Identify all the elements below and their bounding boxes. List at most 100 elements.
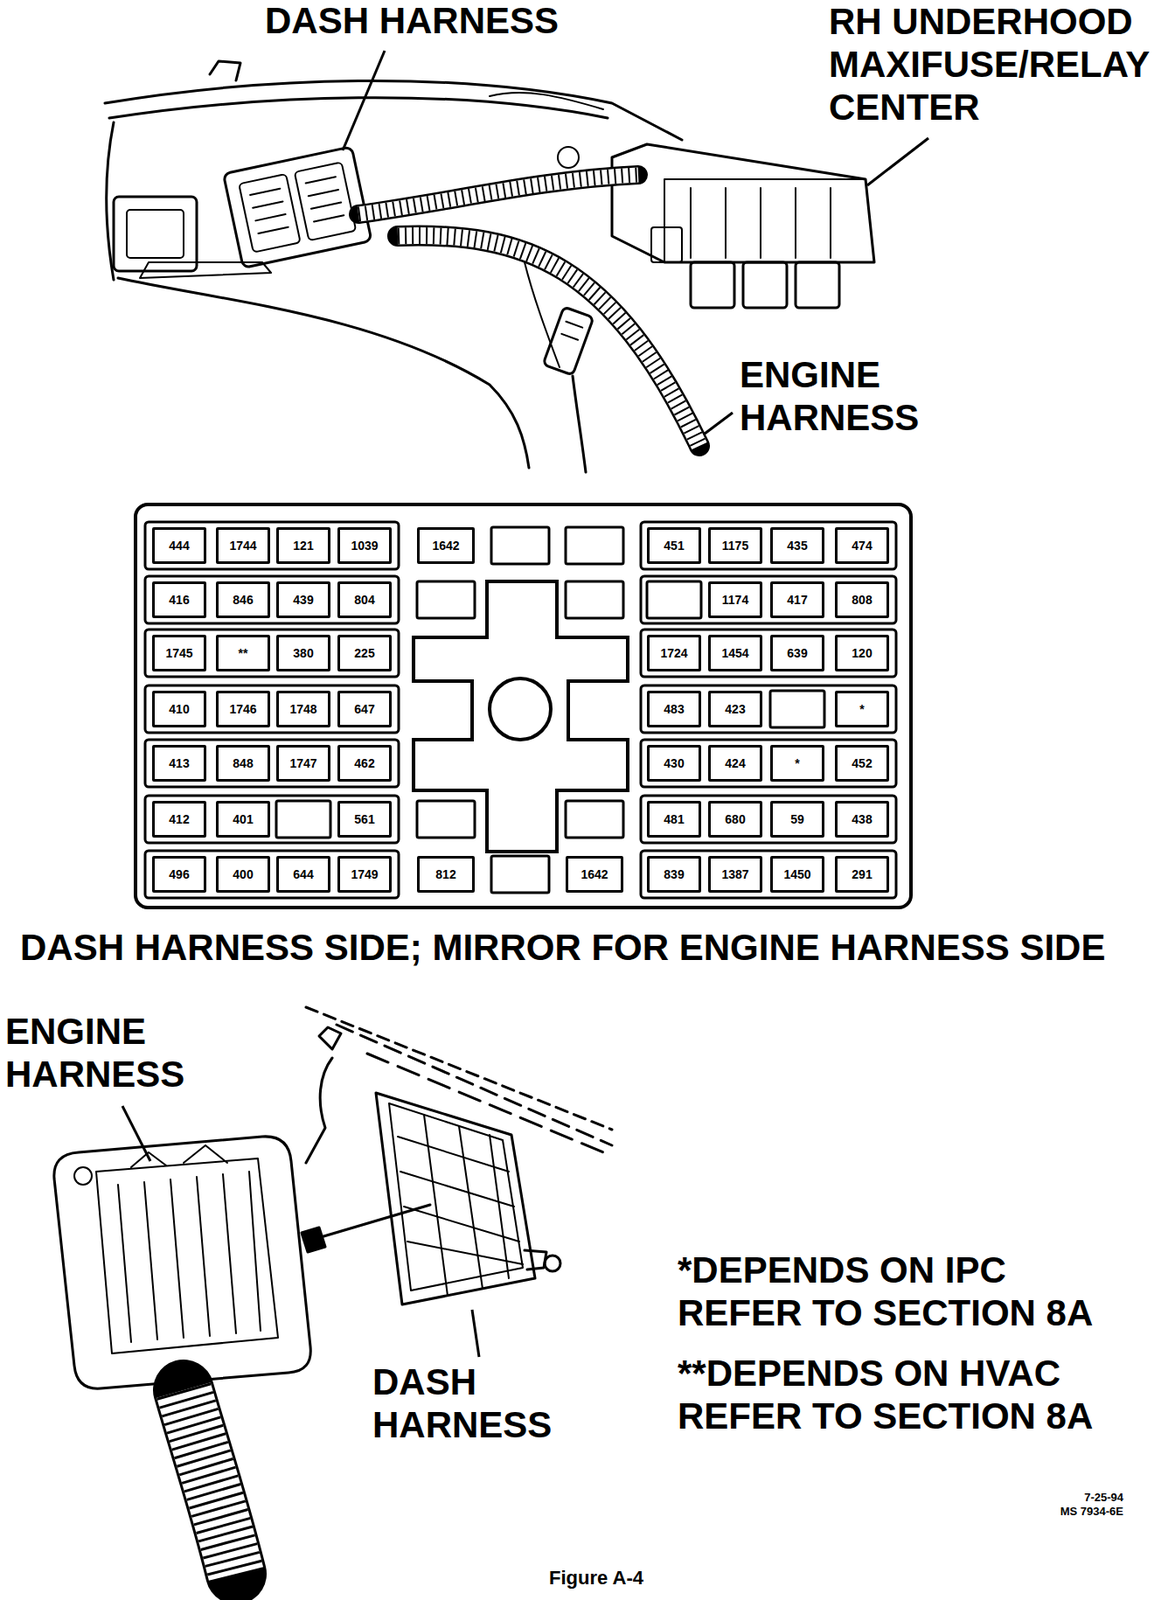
circuit-number: 561 [354, 812, 375, 827]
circuit-number: 1744 [229, 538, 257, 553]
empty-cavity [646, 581, 702, 619]
circuit-number: 416 [168, 592, 189, 607]
circuit-number: ** [238, 646, 249, 661]
empty-cavity [770, 690, 825, 728]
row-frame [145, 795, 399, 843]
circuit-number: 1748 [289, 702, 317, 717]
terminal-cell: 424 [708, 744, 763, 782]
circuit-number: 1387 [721, 867, 749, 882]
circuit-number: 1724 [660, 646, 688, 661]
circuit-number: 121 [292, 538, 313, 553]
circuit-number: 435 [786, 538, 807, 553]
terminal-cell: 435 [770, 527, 825, 564]
row-frame [640, 629, 897, 677]
row-frame [145, 685, 399, 733]
terminal-cell: 680 [708, 800, 763, 838]
circuit-number: 451 [663, 538, 684, 553]
row-frame [145, 850, 399, 898]
row-frame [640, 850, 897, 898]
terminal-cell: 1749 [337, 855, 392, 893]
part-label: DASH HARNESS [264, 0, 633, 42]
circuit-number: * [794, 756, 800, 771]
terminal-cell: 1724 [646, 634, 702, 672]
circuit-number: 1746 [229, 702, 257, 717]
terminal-cell: 644 [276, 855, 331, 893]
terminal-cell: 1745 [152, 634, 207, 672]
terminal-cell: 647 [337, 690, 392, 728]
circuit-number: 430 [663, 756, 684, 771]
terminal-cell: 401 [215, 800, 271, 838]
circuit-number: 839 [663, 867, 684, 882]
terminal-cell: 412 [152, 800, 207, 838]
terminal-cell: 430 [646, 744, 702, 782]
circuit-number: 452 [851, 756, 872, 771]
empty-cavity [417, 800, 475, 838]
footnote: *DEPENDS ON IPC REFER TO SECTION 8A [677, 1248, 1120, 1335]
terminal-cell: 481 [646, 800, 702, 838]
terminal-cell: 121 [276, 527, 331, 564]
terminal-cell: 1642 [417, 527, 475, 564]
circuit-number: 1175 [722, 538, 749, 553]
circuit-number: 380 [292, 646, 313, 661]
terminal-cell: 1454 [708, 634, 763, 672]
row-frame [145, 521, 399, 570]
circuit-number: 483 [663, 702, 684, 717]
terminal-cell: 1039 [337, 527, 392, 564]
circuit-number: 59 [790, 812, 805, 827]
terminal-cell: 438 [834, 800, 890, 838]
circuit-number: 812 [435, 867, 456, 882]
terminal-cell: 423 [708, 690, 763, 728]
terminal-cell: * [770, 744, 825, 782]
terminal-cell: 451 [646, 527, 702, 564]
empty-cavity [276, 800, 331, 838]
circuit-number: 808 [851, 592, 872, 607]
circuit-number: 848 [232, 756, 253, 771]
circuit-number: 1174 [722, 592, 749, 607]
terminal-cell: 1175 [708, 527, 763, 564]
terminal-cell: 380 [276, 634, 331, 672]
view-note: DASH HARNESS SIDE; MIRROR FOR ENGINE HAR… [20, 926, 1157, 969]
terminal-cell: 291 [834, 855, 890, 893]
circuit-number: 846 [232, 592, 253, 607]
terminal-cell: 225 [337, 634, 392, 672]
empty-cavity [565, 581, 624, 619]
circuit-number: 120 [851, 646, 872, 661]
circuit-number: 439 [292, 592, 313, 607]
row-frame [640, 685, 897, 733]
circuit-number: 417 [786, 592, 807, 607]
part-label: ENGINE HARNESS [739, 353, 950, 439]
terminal-cell: 474 [834, 527, 890, 564]
circuit-number: 413 [168, 756, 189, 771]
circuit-number: 1039 [350, 538, 378, 553]
terminal-cell: 400 [215, 855, 271, 893]
terminal-cell: 839 [646, 855, 702, 893]
row-frame [145, 576, 399, 624]
circuit-number: 639 [786, 646, 807, 661]
figure-caption: Figure A-4 [549, 1566, 644, 1589]
terminal-cell: 848 [215, 744, 271, 782]
terminal-cell: 1642 [565, 855, 624, 893]
terminal-cell: 444 [152, 527, 207, 564]
circuit-number: * [859, 702, 864, 717]
circuit-number: 474 [851, 538, 872, 553]
empty-cavity [491, 855, 550, 893]
circuit-number: 1745 [165, 646, 193, 661]
circuit-number: 291 [851, 867, 872, 882]
circuit-number: 1747 [289, 756, 317, 771]
part-label: DASH HARNESS [372, 1360, 583, 1447]
terminal-cell: 413 [152, 744, 207, 782]
terminal-cell: 416 [152, 581, 207, 619]
terminal-cell: 462 [337, 744, 392, 782]
terminal-cell: 846 [215, 581, 271, 619]
circuit-number: 804 [354, 592, 375, 607]
terminal-cell: 410 [152, 690, 207, 728]
terminal-cell: 120 [834, 634, 890, 672]
circuit-number: 1749 [350, 867, 378, 882]
terminal-cell: 804 [337, 581, 392, 619]
terminal-cell: 452 [834, 744, 890, 782]
footnote: **DEPENDS ON HVAC REFER TO SECTION 8A [677, 1351, 1120, 1438]
row-frame [640, 521, 897, 570]
empty-cavity [491, 527, 550, 564]
circuit-number: 1454 [721, 646, 749, 661]
terminal-cell: 1174 [708, 581, 763, 619]
